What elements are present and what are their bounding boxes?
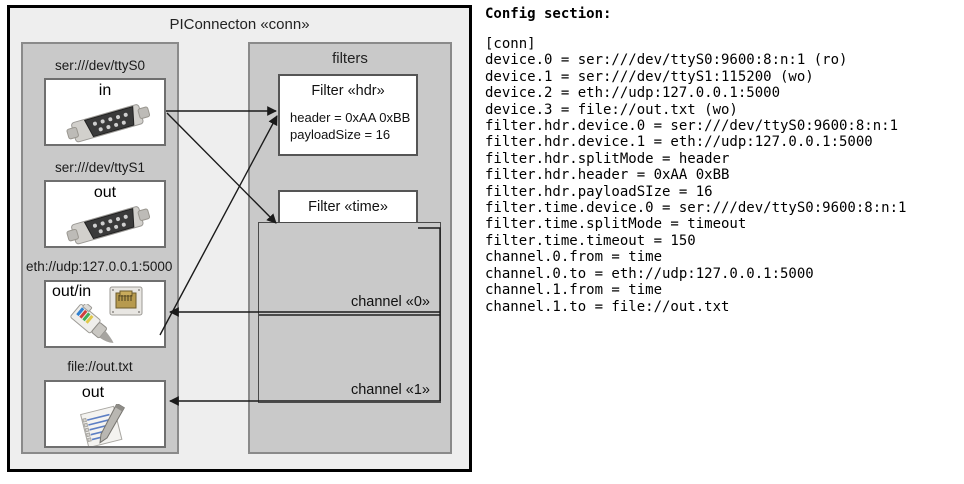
filter-prop: payloadSize = 16 xyxy=(290,127,391,142)
text-file-icon xyxy=(78,402,140,451)
config-line: device.3 = file://out.txt (wo) xyxy=(485,101,738,118)
filter-props-hdr: header = 0xAA 0xBB payloadSize = 16 xyxy=(290,109,410,143)
filter-prop: header = 0xAA 0xBB xyxy=(290,110,411,125)
ethernet-port-icon xyxy=(108,285,144,322)
config-line: filter.hdr.header = 0xAA 0xBB xyxy=(485,167,730,184)
serial-port-icon xyxy=(62,202,154,251)
device-direction-label: out xyxy=(93,184,117,201)
device-caption-eth: eth://udp:127.0.0.1:5000 xyxy=(26,259,173,274)
device-box-ttyS0[interactable]: in xyxy=(44,78,166,146)
channel-label-1: channel «1» xyxy=(350,382,430,398)
filters-group-title: filters xyxy=(332,50,368,67)
config-line: filter.time.splitMode = timeout xyxy=(485,216,747,233)
device-caption-ttyS0: ser:///dev/ttyS0 xyxy=(54,58,146,73)
config-line: filter.hdr.device.0 = ser:///dev/ttyS0:9… xyxy=(485,118,899,135)
config-line: filter.time.timeout = 150 xyxy=(485,232,696,249)
config-line: filter.hdr.device.1 = eth://udp:127.0.0.… xyxy=(485,134,873,151)
device-direction-label: out/in xyxy=(52,283,92,300)
config-line: [conn] xyxy=(485,36,536,52)
config-line: channel.1.from = time xyxy=(485,282,663,299)
config-line: channel.0.from = time xyxy=(485,249,663,266)
device-box-ttyS1[interactable]: out xyxy=(44,180,166,248)
device-box-file[interactable]: out xyxy=(44,380,166,451)
config-heading: Config section: xyxy=(485,6,612,22)
serial-port-icon xyxy=(62,100,154,149)
connection-diagram: PIConnecton «conn» ser:///dev/ttyS0 in xyxy=(0,0,478,484)
config-line: channel.0.to = eth://udp:127.0.0.1:5000 xyxy=(485,265,814,282)
config-line: device.2 = eth://udp:127.0.0.1:5000 xyxy=(485,85,781,102)
config-line: filter.time.device.0 = ser:///dev/ttyS0:… xyxy=(485,200,907,217)
config-line: filter.hdr.splitMode = header xyxy=(485,150,730,167)
channel-box-0[interactable]: channel «0» xyxy=(258,222,441,315)
channel-label-0: channel «0» xyxy=(350,294,430,310)
config-text-block: [conn]device.0 = ser:///dev/ttyS0:9600:8… xyxy=(485,36,906,315)
piconnecton-title: PIConnecton «conn» xyxy=(169,16,310,33)
config-line: device.0 = ser:///dev/ttyS0:9600:8:n:1 (… xyxy=(485,52,848,69)
device-direction-label: in xyxy=(98,82,112,99)
config-line: device.1 = ser:///dev/ttyS1:115200 (wo) xyxy=(485,68,814,85)
config-panel: Config section: [conn]device.0 = ser:///… xyxy=(481,0,964,484)
filter-box-hdr[interactable]: Filter «hdr» header = 0xAA 0xBB payloadS… xyxy=(278,74,418,156)
filter-title-hdr: Filter «hdr» xyxy=(311,83,385,99)
filter-title-time: Filter «time» xyxy=(308,199,388,215)
device-box-eth[interactable]: out/in xyxy=(44,280,166,348)
config-line: filter.hdr.payloadSIze = 16 xyxy=(485,183,713,200)
config-line: channel.1.to = file://out.txt xyxy=(485,298,730,315)
channel-box-1[interactable]: channel «1» xyxy=(258,315,441,403)
device-caption-file: file://out.txt xyxy=(67,359,133,374)
device-direction-label: out xyxy=(81,384,105,401)
ethernet-cable-icon xyxy=(64,302,126,353)
device-caption-ttyS1: ser:///dev/ttyS1 xyxy=(54,160,146,175)
